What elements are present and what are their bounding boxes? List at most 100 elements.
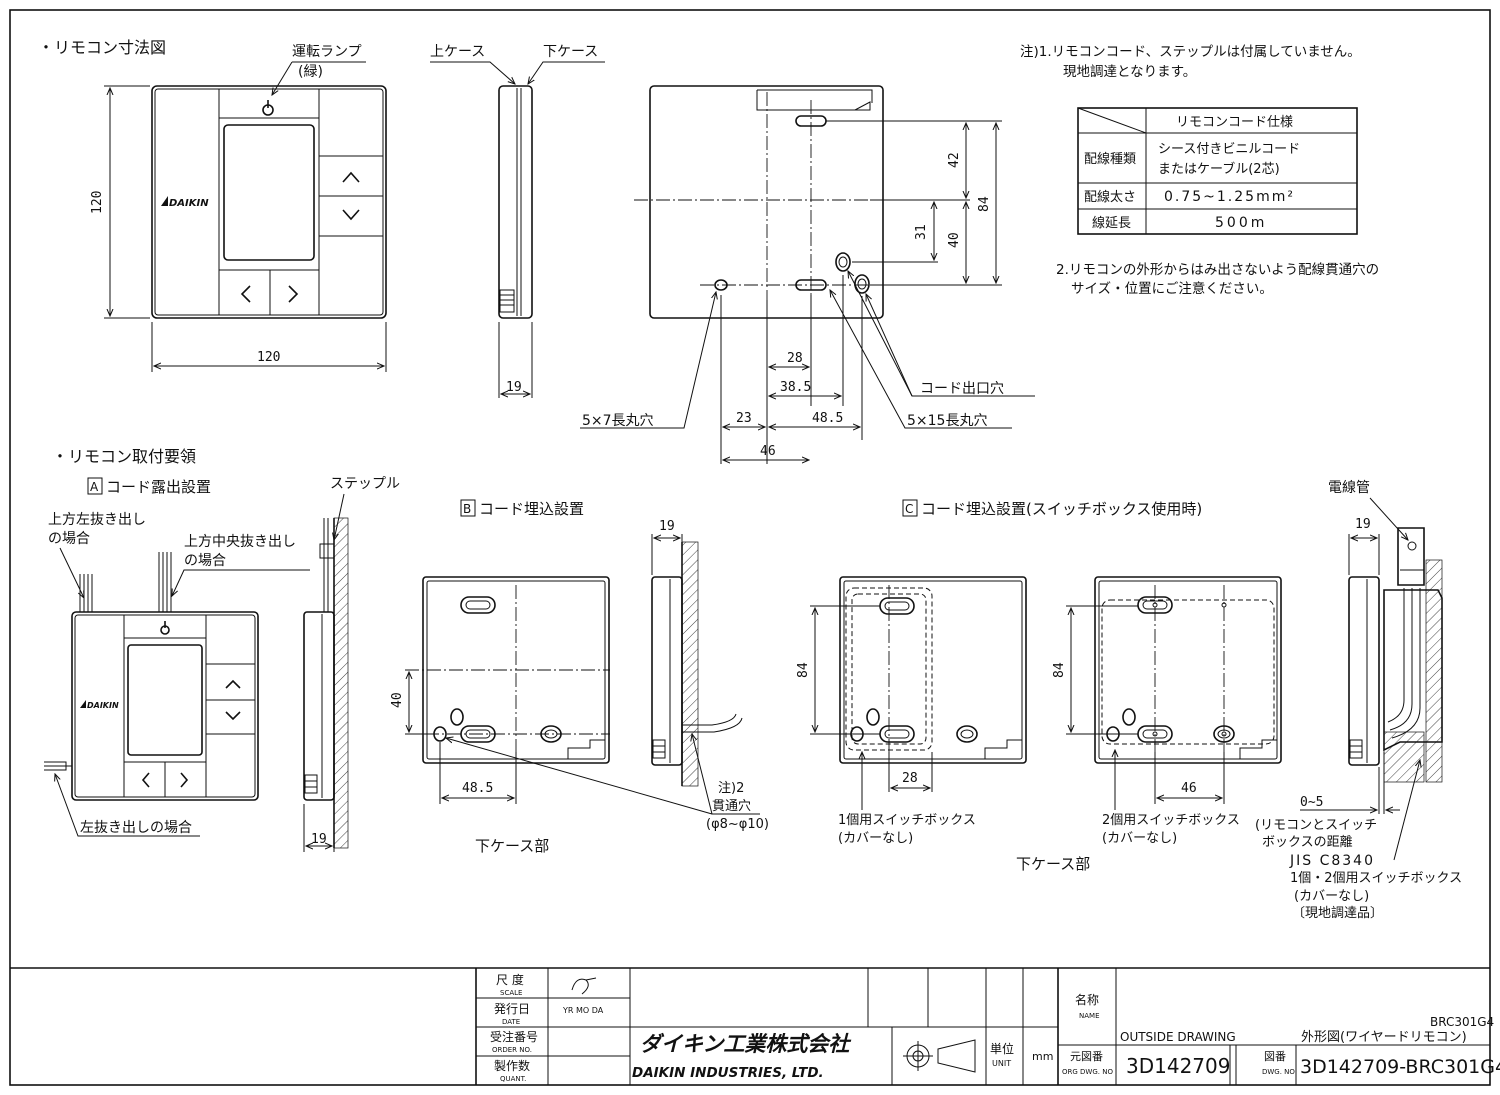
install-a-title: コード露出設置 (106, 478, 211, 496)
install-c-dim-19: 19 (1355, 517, 1371, 532)
quant-label-en: QUANT. (500, 1075, 526, 1083)
spec-row-2-label: 配線太さ (1084, 189, 1136, 205)
drawing-name-jp: 外形図(ワイヤードリモコン) (1301, 1030, 1467, 1045)
brand-logo-text: DAIKIN (169, 198, 209, 209)
spec-row-1-value1: シース付きビニルコード (1158, 142, 1300, 157)
upper-left-label-1: 上方左抜き出し (48, 512, 146, 528)
cord-exit-hole-1 (835, 252, 851, 272)
install-b: B コード埋込設置 40 48.5 下ケース部 (390, 499, 769, 855)
chevron-left-icon (240, 285, 251, 303)
spec-row-1-value2: またはケーブル(2芯) (1158, 161, 1280, 177)
rear-dim-38-5: 38.5 (780, 380, 811, 395)
staple-label: ステップル (330, 476, 400, 492)
rear-view: 42 84 31 40 28 38.5 23 48.5 46 5×7長丸穴 5×… (580, 85, 1035, 464)
cord-spec-header: リモコンコード仕様 (1176, 115, 1293, 130)
power-icon (262, 100, 274, 116)
dwg-label-jp: 図番 (1264, 1050, 1286, 1063)
scale-label-jp: 尺 度 (496, 972, 524, 987)
install-b-title: コード埋込設置 (479, 500, 584, 518)
install-b-note-2: 貫通穴 (712, 799, 751, 814)
sheet-border (9, 9, 1491, 1086)
rear-dim-31: 31 (914, 224, 929, 240)
cord-spec-table: リモコンコード仕様 配線種類 シース付きビニルコード またはケーブル(2芯) 配… (1077, 107, 1358, 235)
note2-line1: 2.リモコンの外形からはみ出さないよう配線貫通穴の (1056, 262, 1379, 278)
chevron-down-icon (342, 209, 360, 221)
note2-line2: サイズ・位置にご注意ください。 (1071, 280, 1273, 297)
scale-symbol-icon (571, 977, 597, 995)
install-c-dim-0-5: 0~5 (1300, 795, 1323, 810)
rear-dim-84: 84 (977, 196, 992, 212)
orig-dwg-label-en: ORG DWG. NO (1062, 1068, 1113, 1076)
order-label-en: ORDER NO. (492, 1046, 532, 1054)
install-b-dim-19: 19 (659, 519, 675, 534)
spec-row-3-value: 500m (1215, 215, 1267, 231)
note1-line1: 注)1.リモコンコード、ステップルは付属していません。 (1020, 44, 1361, 60)
dwg-label-en: DWG. NO (1262, 1068, 1295, 1076)
chevron-up-icon (225, 679, 241, 689)
install-c-dim-46: 46 (1181, 781, 1197, 796)
install-c-dim-28: 28 (902, 771, 918, 786)
install-c-dim-84b: 84 (1052, 662, 1067, 678)
side-depth-dim: 19 (506, 380, 522, 395)
rear-dim-42: 42 (947, 152, 962, 168)
daikin-logo-icon (161, 196, 168, 206)
install-a: A コード露出設置 DAIKIN 上方左抜き出し (44, 476, 400, 852)
upper-left-label-2: の場合 (48, 531, 90, 547)
chevron-right-icon (180, 772, 189, 788)
install-b-letter: B (463, 502, 471, 516)
chevron-left-icon (141, 772, 150, 788)
rear-dim-40: 40 (947, 232, 962, 248)
lamp-label: 運転ランプ (292, 44, 362, 60)
scale-label-en: SCALE (500, 989, 522, 997)
rear-dim-23: 23 (736, 411, 752, 426)
conduit-label: 電線管 (1328, 480, 1370, 496)
cord-exit-label: コード出口穴 (920, 381, 1004, 397)
order-label-jp: 受注番号 (490, 1029, 538, 1044)
upper-center-label-1: 上方中央抜き出し (184, 534, 296, 550)
dimension-section-title: ・リモコン寸法図 (38, 38, 166, 57)
install-section-title: ・リモコン取付要領 (52, 447, 196, 466)
title-block: 尺 度 SCALE 発行日 DATE YR MO DA 受注番号 ORDER N… (10, 967, 1500, 1085)
model-number: BRC301G4 (1430, 1015, 1494, 1029)
orig-dwg-number: 3D142709 (1126, 1054, 1230, 1078)
box1-label-2: (カバーなし) (838, 831, 913, 846)
install-c-dim-84a: 84 (796, 662, 811, 678)
jis-label-2: 1個・2個用スイッチボックス (1290, 871, 1462, 886)
chevron-down-icon (225, 711, 241, 721)
side-view: 上ケース 下ケース 19 (430, 44, 605, 398)
front-view: DAIKIN 運転ランプ (緑) 120 120 (90, 44, 387, 372)
rear-dim-28: 28 (787, 351, 803, 366)
install-b-note-3: (φ8~φ10) (706, 817, 769, 832)
date-fields: YR MO DA (562, 1006, 604, 1015)
distance-label-2: ボックスの距離 (1262, 835, 1353, 850)
install-b-note-1: 注)2 (718, 781, 744, 796)
spec-row-2-value: 0.75~1.25mm² (1164, 189, 1295, 205)
chevron-up-icon (342, 171, 360, 183)
left-exit-label: 左抜き出しの場合 (80, 820, 192, 836)
lamp-color-label: (緑) (298, 64, 323, 80)
distance-label-1: (リモコンとスイッチ (1255, 818, 1377, 833)
install-c-title: コード埋込設置(スイッチボックス使用時) (921, 500, 1202, 518)
orig-dwg-label-jp: 元図番 (1070, 1050, 1103, 1063)
upper-case-label: 上ケース (430, 44, 485, 60)
front-height-dim: 120 (90, 191, 105, 214)
dwg-number: 3D142709-BRC301G4 (1300, 1056, 1500, 1078)
box2-label-1: 2個用スイッチボックス (1102, 813, 1240, 828)
install-c: C コード埋込設置(スイッチボックス使用時) 84 28 1個用スイッチボックス… (796, 480, 1462, 921)
install-b-dim-48-5: 48.5 (462, 781, 493, 796)
lower-case-label: 下ケース (543, 44, 598, 60)
daikin-logo-icon (80, 700, 86, 708)
install-c-lower-case: 下ケース部 (1016, 855, 1090, 873)
quant-label-jp: 製作数 (494, 1058, 530, 1073)
box1-label-1: 1個用スイッチボックス (838, 813, 976, 828)
install-b-lower-case: 下ケース部 (475, 837, 549, 855)
unit-value: mm (1032, 1050, 1053, 1063)
jis-label-4: 〔現地調達品〕 (1292, 906, 1383, 921)
install-c-letter: C (905, 502, 913, 516)
jis-label-1: JIS C8340 (1289, 853, 1375, 869)
power-icon (160, 621, 170, 635)
hole-5x7-label: 5×7長丸穴 (582, 413, 654, 429)
projection-symbol-icon (903, 1039, 976, 1073)
